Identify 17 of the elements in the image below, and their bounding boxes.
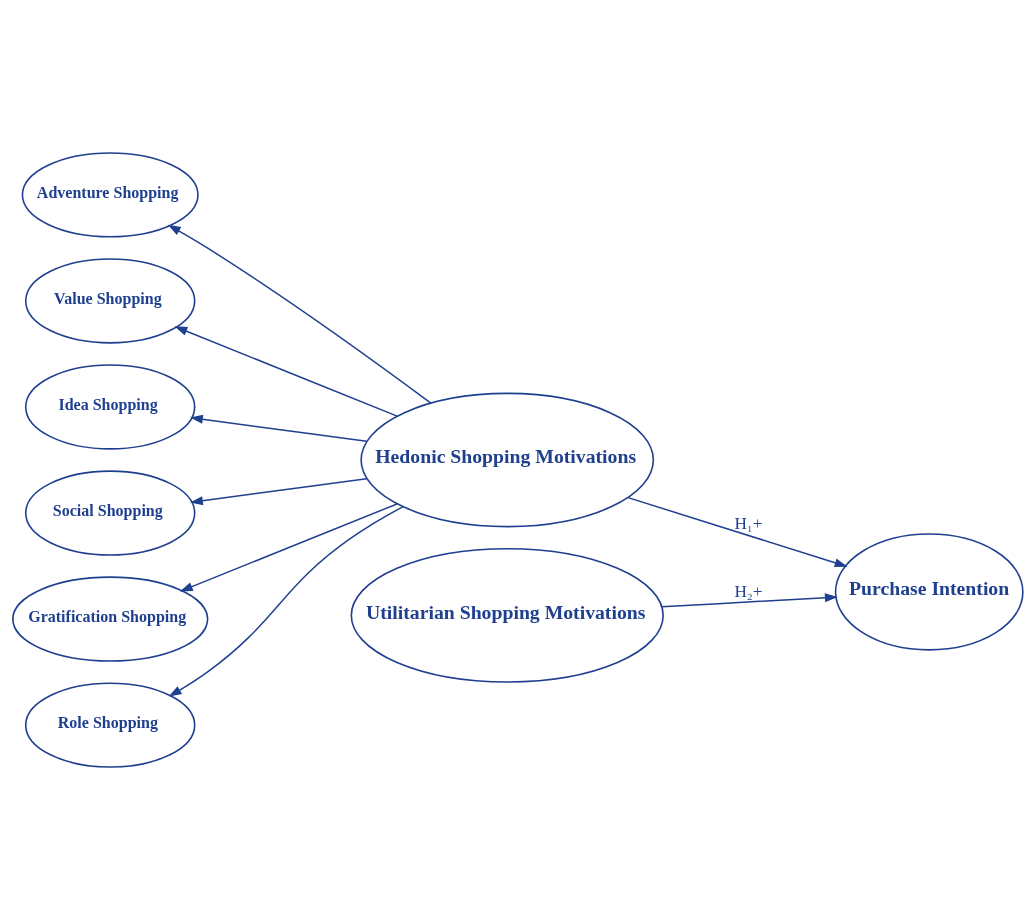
edge-label: H₁+: [734, 513, 763, 533]
node-ellipse: Hedonic Shopping Motivations: [360, 392, 655, 527]
arrow: [660, 592, 838, 608]
node-ellipse: Utilitarian Shopping Motivations: [350, 547, 664, 683]
node-ellipse: Value Shopping: [24, 257, 196, 344]
arrow: [179, 502, 398, 591]
arrow: [190, 414, 368, 442]
arrow: [168, 505, 404, 696]
node-ellipse: Role Shopping: [24, 681, 196, 768]
node-ellipse: Social Shopping: [24, 469, 196, 556]
arrow: [167, 224, 432, 404]
arrow: [174, 325, 398, 417]
arrow: [190, 477, 368, 505]
node-ellipse: Idea Shopping: [24, 363, 196, 450]
node-ellipse: Gratification Shopping: [12, 575, 209, 662]
edge-label: H₂+: [734, 581, 763, 601]
arrow: [627, 496, 848, 567]
